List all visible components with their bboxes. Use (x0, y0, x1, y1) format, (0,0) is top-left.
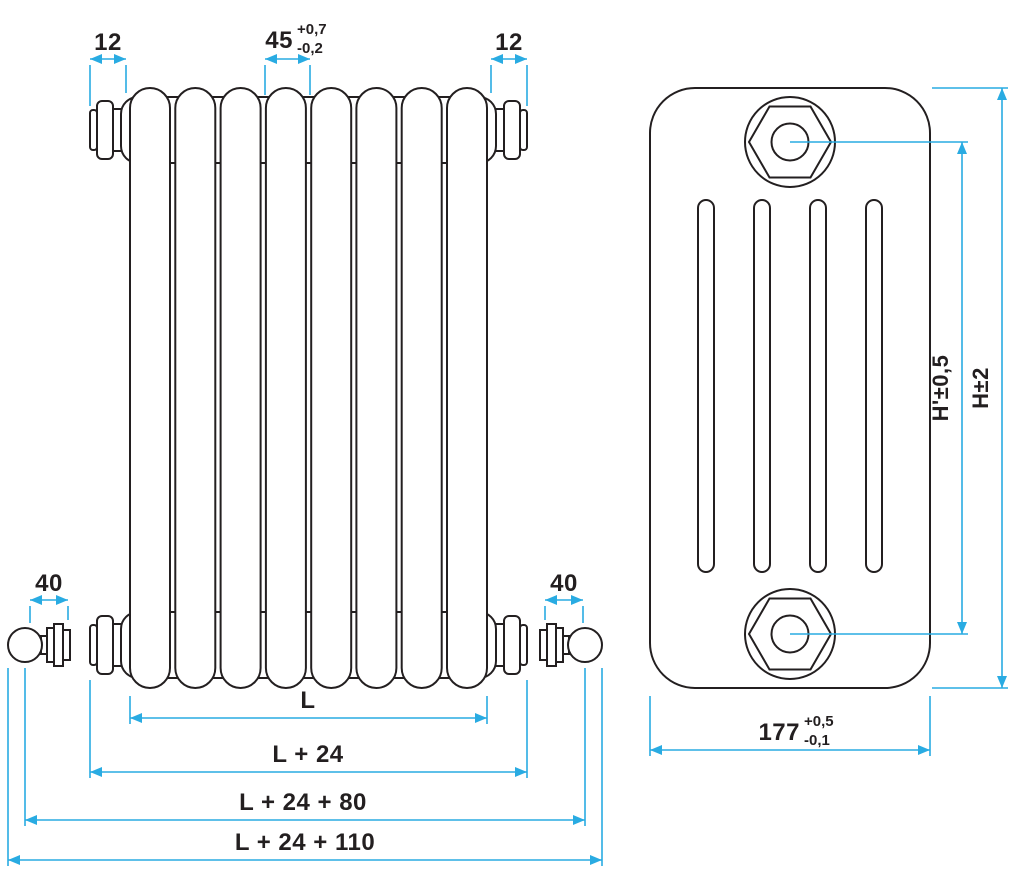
side-view (649, 87, 931, 689)
dim-valve-right-label: 40 (550, 570, 578, 597)
boss-cap (519, 109, 528, 151)
valve-knob (567, 627, 603, 663)
dim-offset-right: 12 (490, 29, 528, 106)
tubes (129, 87, 488, 689)
tube (219, 87, 262, 689)
valve-ring (539, 629, 548, 661)
tube (310, 87, 353, 689)
dim-height-inner-label: H'±0,5 (928, 355, 953, 422)
dim-valve-left-label: 40 (35, 570, 63, 597)
dim-length-24: L + 24 (89, 680, 528, 778)
dim-offset-left-label: 12 (94, 29, 122, 56)
front-view (7, 87, 603, 689)
dim-height-overall-label: H±2 (968, 367, 993, 409)
tube (446, 87, 488, 689)
valve-right (539, 623, 603, 667)
dim-length-label: L (300, 687, 315, 714)
tube (264, 87, 307, 689)
valve-ring (62, 629, 71, 661)
tube (174, 87, 217, 689)
dim-length-24-110-label: L + 24 + 110 (235, 829, 375, 856)
boss-cap (519, 624, 528, 666)
valve-knob (7, 627, 43, 663)
dim-pitch-tolerance-plus: +0,7 (297, 21, 327, 38)
side-body (649, 87, 931, 689)
dim-length-24-80: L + 24 + 80 (24, 668, 586, 826)
boss-cap (89, 624, 98, 666)
slot (865, 199, 883, 573)
dim-depth: 177 +0,5 -0,1 (649, 696, 931, 756)
tube (400, 87, 443, 689)
dim-valve-left: 40 (29, 570, 69, 623)
dim-pitch-label: 45 (265, 27, 293, 54)
dim-length-24-110: L + 24 + 110 (7, 668, 603, 866)
dim-offset-left: 12 (89, 29, 127, 106)
dim-valve-right: 40 (544, 570, 584, 623)
valve-left (7, 623, 71, 667)
slot (809, 199, 827, 573)
dimensions: 12 45 +0,7 -0,2 12 40 (7, 21, 1008, 866)
dim-depth-tolerance-plus: +0,5 (804, 713, 834, 730)
boss-flange (96, 100, 114, 160)
boss-flange (503, 100, 521, 160)
dim-depth-tolerance-minus: -0,1 (804, 732, 830, 749)
side-slots (697, 199, 883, 573)
valve-body (53, 623, 64, 667)
valve-body (546, 623, 557, 667)
dim-depth-label: 177 (758, 719, 800, 746)
dim-height-overall: H±2 (932, 87, 1008, 689)
boss-flange (96, 615, 114, 675)
tube (355, 87, 398, 689)
valve-ring (46, 627, 55, 663)
boss-flange (503, 615, 521, 675)
dim-length-24-label: L + 24 (272, 741, 343, 768)
dim-pitch: 45 +0,7 -0,2 (264, 21, 327, 95)
dim-offset-right-label: 12 (495, 29, 523, 56)
dim-height-inner: H'±0,5 (790, 141, 968, 635)
slot (697, 199, 715, 573)
dim-length-24-80-label: L + 24 + 80 (239, 789, 367, 816)
dim-length: L (129, 687, 488, 724)
tube (129, 87, 171, 689)
valve-ring (555, 627, 564, 663)
slot (753, 199, 771, 573)
dim-pitch-tolerance-minus: -0,2 (297, 40, 323, 57)
boss-cap (89, 109, 98, 151)
